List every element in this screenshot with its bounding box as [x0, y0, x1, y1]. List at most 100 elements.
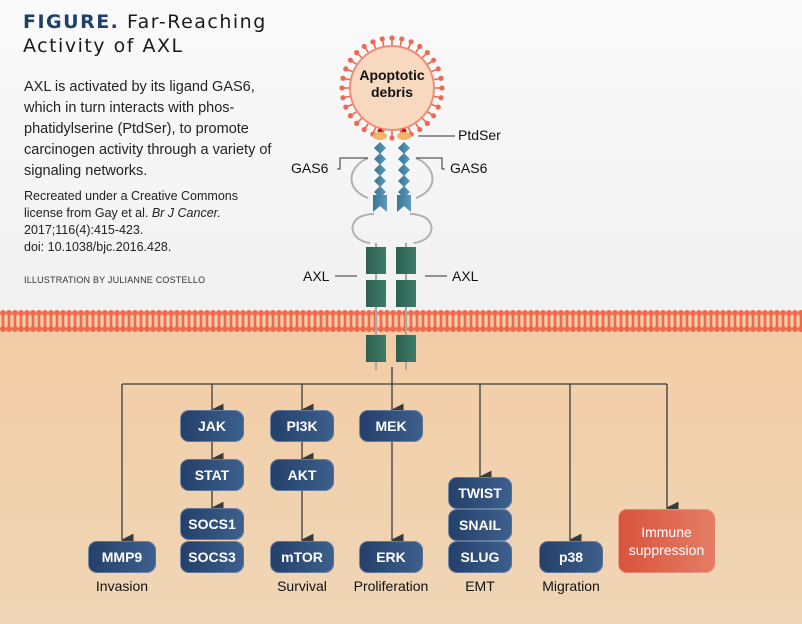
node-immune-suppression[interactable]: Immune suppression [618, 509, 715, 573]
lipid-head [726, 326, 732, 332]
lipid-head [708, 326, 714, 332]
lipid-head [114, 310, 120, 316]
lipid-head [390, 326, 396, 332]
lipid-head [72, 310, 78, 316]
node-slug[interactable]: SLUG [448, 541, 512, 573]
lipid-head [174, 310, 180, 316]
lipid-head [474, 326, 480, 332]
outcome-proliferation: Proliferation [353, 578, 429, 594]
lipid-head [456, 310, 462, 316]
lipid-head [696, 326, 702, 332]
lipid-head [330, 310, 336, 316]
lipid-head [438, 310, 444, 316]
lipid-head [468, 326, 474, 332]
lipid-head [486, 326, 492, 332]
node-akt[interactable]: AKT [270, 459, 334, 491]
lipid-head [216, 326, 222, 332]
node-snail[interactable]: SNAIL [448, 509, 512, 541]
lipid-head [690, 310, 696, 316]
lipid-head [324, 326, 330, 332]
lipid-head [348, 310, 354, 316]
lipid-head [258, 310, 264, 316]
lipid-head [342, 326, 348, 332]
lipid-head [498, 326, 504, 332]
lipid-head [774, 310, 780, 316]
lipid-head [732, 310, 738, 316]
node-socs3[interactable]: SOCS3 [180, 541, 244, 573]
figure-title-line2: Activity of AXL [23, 35, 184, 57]
lipid-head [60, 310, 66, 316]
axl-domain-block [396, 280, 416, 307]
axl-left-label: AXL [303, 268, 330, 284]
lipid-head [84, 310, 90, 316]
lipid-head [756, 310, 762, 316]
lipid-head [744, 326, 750, 332]
node-mmp9[interactable]: MMP9 [88, 541, 156, 573]
lipid-head [78, 310, 84, 316]
lipid-head [186, 326, 192, 332]
lipid-head [96, 310, 102, 316]
debris-spike-head [339, 85, 345, 91]
node-jak[interactable]: JAK [180, 410, 244, 442]
node-p38[interactable]: p38 [539, 541, 603, 573]
lipid-head [138, 310, 144, 316]
node-pi3k[interactable]: PI3K [270, 410, 334, 442]
lipid-head [318, 326, 324, 332]
lipid-head [420, 326, 426, 332]
node-twist[interactable]: TWIST [448, 477, 512, 509]
lipid-head [12, 326, 18, 332]
debris-spike-head [361, 43, 367, 50]
lipid-head [534, 326, 540, 332]
debris-spike-head [389, 35, 395, 41]
node-stat[interactable]: STAT [180, 459, 244, 491]
axl-right-label: AXL [452, 268, 479, 284]
lipid-head [360, 326, 366, 332]
lipid-head [0, 326, 6, 332]
lipid-head [666, 326, 672, 332]
lipid-head [132, 326, 138, 332]
lipid-head [18, 326, 24, 332]
lipid-head [576, 310, 582, 316]
node-mtor[interactable]: mTOR [270, 541, 334, 573]
lipid-head [126, 310, 132, 316]
lipid-head [558, 310, 564, 316]
lipid-head [750, 310, 756, 316]
lipid-head [546, 310, 552, 316]
lipid-head [228, 326, 234, 332]
lipid-head [762, 326, 768, 332]
citation-line1: Recreated under a Creative Commons [24, 189, 238, 203]
lipid-head [516, 310, 522, 316]
lipid-head [360, 310, 366, 316]
gas6-diamond [374, 164, 386, 176]
lipid-head [630, 310, 636, 316]
lipid-head [780, 310, 786, 316]
lipid-head [150, 310, 156, 316]
lipid-head [342, 310, 348, 316]
lipid-head [744, 310, 750, 316]
gas6-diamond [374, 142, 386, 154]
lipid-head [390, 310, 396, 316]
node-erk[interactable]: ERK [359, 541, 423, 573]
lipid-head [480, 326, 486, 332]
lipid-head [78, 326, 84, 332]
node-socs1[interactable]: SOCS1 [180, 508, 244, 540]
debris-spike-head [399, 36, 405, 42]
lipid-head [618, 326, 624, 332]
lipid-head [558, 326, 564, 332]
lipid-head [546, 326, 552, 332]
gas6-diamond [374, 175, 386, 187]
ig-loop [415, 157, 434, 199]
lipid-head [258, 326, 264, 332]
figure-title: FIGURE. Far-Reaching Activity of AXL [23, 10, 267, 58]
lipid-head [288, 310, 294, 316]
lipid-head [252, 326, 258, 332]
gas6-lg-domain [373, 195, 387, 212]
node-mek[interactable]: MEK [359, 410, 423, 442]
lipid-head [522, 310, 528, 316]
lipid-head [120, 310, 126, 316]
lipid-head [738, 326, 744, 332]
lipid-head [378, 326, 384, 332]
gas6-left-label: GAS6 [291, 160, 329, 176]
lipid-head [324, 310, 330, 316]
